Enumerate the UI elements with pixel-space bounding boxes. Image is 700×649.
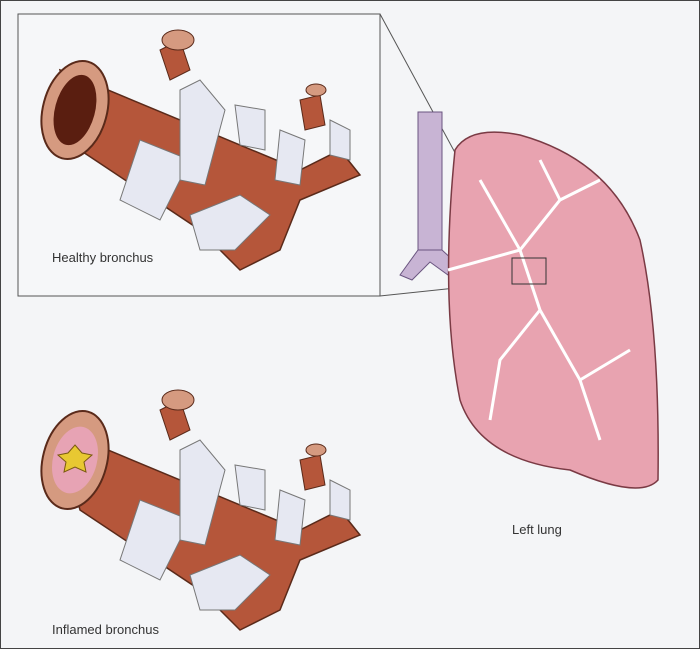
inflamed-bronchus-label: Inflamed bronchus: [52, 622, 159, 637]
healthy-bronchus-label: Healthy bronchus: [52, 250, 154, 265]
left-lung-illustration: [447, 131, 659, 489]
healthy-bronchus-illustration: [40, 29, 361, 271]
left-lung-label: Left lung: [512, 522, 562, 537]
trachea-illustration: [399, 111, 456, 281]
inflamed-bronchus-illustration: [40, 389, 361, 631]
